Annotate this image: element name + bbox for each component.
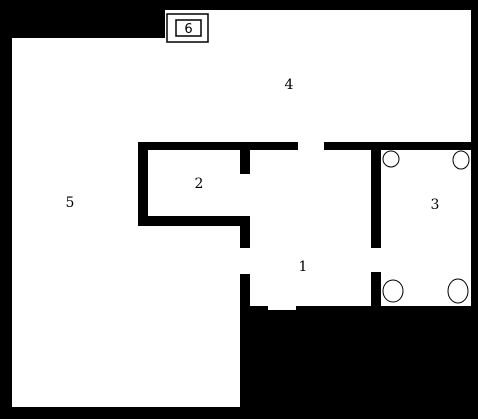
threshold-room-1 bbox=[268, 306, 296, 310]
marker-inner-box bbox=[175, 19, 202, 37]
doorway-room-5 bbox=[238, 248, 252, 274]
marker-6: 6 bbox=[166, 13, 209, 43]
room-labels: 4 2 5 3 1 bbox=[66, 77, 440, 275]
marker-label: 6 bbox=[184, 22, 192, 37]
room-label-2: 2 bbox=[195, 176, 204, 192]
doorway-top bbox=[298, 140, 324, 152]
doorway-room-2 bbox=[238, 174, 252, 216]
fixtures bbox=[382, 150, 470, 304]
oval-fixture-icon bbox=[452, 150, 470, 170]
oval-fixture-icon bbox=[382, 279, 404, 303]
doorway-room-3 bbox=[369, 248, 383, 272]
wall-room-2-divider-upper bbox=[240, 150, 250, 172]
oval-fixture-icon bbox=[382, 150, 400, 168]
wall-top-left bbox=[138, 142, 298, 150]
floor-area-room-4 bbox=[12, 38, 471, 142]
walls bbox=[138, 142, 471, 419]
room-label-1: 1 bbox=[299, 259, 308, 275]
floor-area-top-notch bbox=[165, 10, 471, 40]
wall-room-2-divider-lower bbox=[240, 216, 250, 248]
wall-bottom-right bbox=[250, 306, 471, 419]
wall-top-right bbox=[324, 142, 471, 150]
room-label-5: 5 bbox=[66, 195, 75, 211]
floor-area-room-1 bbox=[250, 150, 371, 306]
wall-room-5-right bbox=[240, 274, 250, 419]
wall-room-2-bottom bbox=[138, 216, 250, 226]
room-label-3: 3 bbox=[431, 197, 440, 213]
room-label-4: 4 bbox=[285, 77, 294, 93]
wall-room-2-left bbox=[138, 142, 148, 226]
wall-room-3-left-lower bbox=[371, 272, 381, 308]
floor-area-room-2 bbox=[148, 150, 240, 214]
oval-fixture-icon bbox=[447, 278, 469, 304]
wall-room-3-left-upper bbox=[371, 150, 381, 248]
